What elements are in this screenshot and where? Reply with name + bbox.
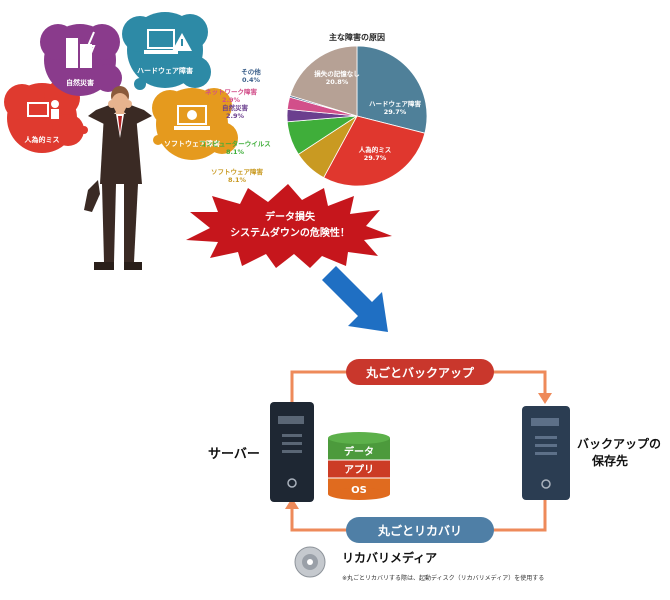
layer-data-label: データ xyxy=(344,445,374,458)
cause-pie-chart: 主な障害の原因ハードウェア障害29.7%人為的ミス29.7%ソフトウェア障害8.… xyxy=(200,32,428,187)
data-loss-burst: データ損失 システムダウンの危険性！ xyxy=(186,184,392,268)
slice-value: 20.8% xyxy=(326,78,349,86)
destination-label-line-2: 保存先 xyxy=(592,454,629,468)
chart-title: 主な障害の原因 xyxy=(329,32,385,42)
disaster-label: 自然災害 xyxy=(66,78,94,87)
slice-value: 8.1% xyxy=(228,176,247,184)
destination-label-line-1: バックアップの xyxy=(577,437,662,451)
full-recovery-pill xyxy=(346,517,494,543)
slice-value: 8.1% xyxy=(226,148,245,156)
slice-value: 29.7% xyxy=(364,154,387,162)
burst-line-1: データ損失 xyxy=(265,210,316,223)
slice-label: ネットワーク障害 xyxy=(205,87,258,96)
full-backup-label: 丸ごとバックアップ xyxy=(365,365,475,380)
slice-value: 0.4% xyxy=(242,76,261,84)
pie-slice xyxy=(323,115,426,187)
backup-storage-icon xyxy=(522,406,570,500)
slice-value: 29.7% xyxy=(384,108,407,116)
full-backup-pill xyxy=(346,359,494,385)
slice-label: 自然災害 xyxy=(222,103,249,112)
disaster-bubble: 自然災害 xyxy=(40,24,123,103)
data-stack-icon: データ アプリ OS xyxy=(328,432,390,500)
flow-arrow-icon xyxy=(322,266,388,332)
pie-slice xyxy=(356,45,428,134)
monitor-icon xyxy=(27,100,59,119)
building-icon xyxy=(66,31,96,68)
full-recovery-label: 丸ごとリカバリ xyxy=(377,523,462,538)
hardware-bubble: ハードウェア障害 xyxy=(122,12,211,90)
media-note: ※丸ごとリカバリする際は、起動ディスク（リカバリメディア）を使用する xyxy=(342,574,544,582)
software-label: ソフトウェア障害 xyxy=(164,139,220,148)
slice-label: 人為的ミス xyxy=(359,145,392,154)
laptop-bug-icon xyxy=(174,105,210,130)
server-label: サーバー xyxy=(208,447,260,462)
slice-label: ハードウェア障害 xyxy=(369,99,422,108)
human-error-bubble: 人為的ミス xyxy=(4,80,88,153)
cause-illustration: 人為的ミス 自然災害 ハードウェア障害 xyxy=(4,12,238,270)
disc-icon xyxy=(294,546,326,578)
layer-os-label: OS xyxy=(351,485,367,496)
hardware-label: ハードウェア障害 xyxy=(137,66,193,75)
software-bubble: ソフトウェア障害 xyxy=(152,88,238,160)
slice-value: 2.9% xyxy=(222,96,241,104)
slice-label: コンピューターウイルス xyxy=(200,139,271,148)
burst-line-2: システムダウンの危険性！ xyxy=(230,226,350,239)
troubled-person xyxy=(84,86,152,270)
backup-diagram: 丸ごとバックアップ 丸ごとリカバリ データ アプリ OS xyxy=(270,359,570,582)
server-icon xyxy=(270,402,314,502)
laptop-warning-icon xyxy=(144,29,192,54)
slice-label: ソフトウェア障害 xyxy=(211,167,264,176)
slice-label: 損失の記憶なし xyxy=(314,69,360,78)
burst-shape xyxy=(186,184,392,268)
human-error-label: 人為的ミス xyxy=(25,135,60,144)
media-title: リカバリメディア xyxy=(342,550,437,565)
slice-value: 2.9% xyxy=(226,112,245,120)
layer-app-label: アプリ xyxy=(344,463,374,476)
pie-slice xyxy=(289,45,358,117)
slice-label: その他 xyxy=(241,67,261,76)
